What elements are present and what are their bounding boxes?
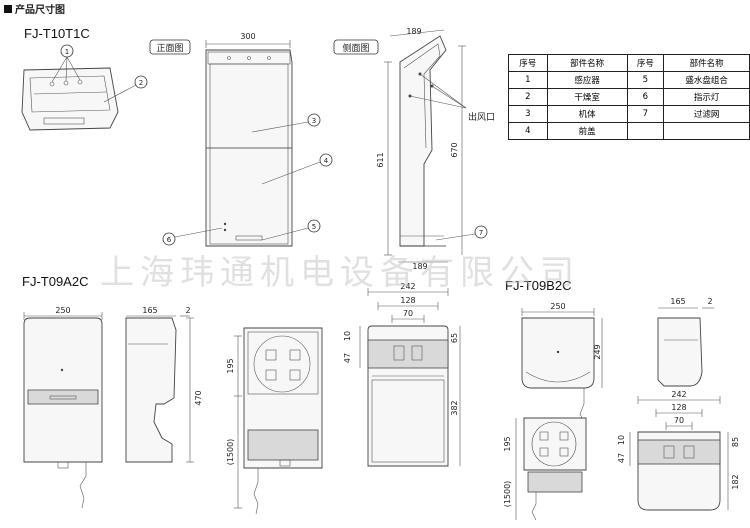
table-cell: 指示灯 [663,88,750,106]
table-cell: 感应器 [546,71,628,89]
header-cell: 部件名称 [663,54,750,72]
dim-t09b-cord: (1500) [503,481,512,508]
callout-6: 6 [167,236,172,244]
table-row: 3 机体 7 过滤网 [508,105,750,123]
table-cell [626,122,665,140]
dim-t10-bottom-depth: 189 [412,262,427,271]
dim-t09b-gap: 2 [707,297,712,306]
dim-t09b-70: 70 [674,416,684,425]
dim-t10-height-front: 611 [376,152,385,167]
front-view-label: 正面图 [156,43,183,54]
side-view-tag [333,39,379,55]
table-cell: 1 [508,71,548,89]
header-cell: 序号 [508,54,548,72]
callout-7: 7 [479,229,483,237]
t09b-side-view [657,307,714,387]
dim-t09b-249: 249 [593,344,602,359]
dim-t09a-gap: 2 [185,306,190,315]
table-row: 4 前盖 [508,122,750,140]
parts-table: 序号 部件名称 序号 部件名称 1 感应器 5 盛水盘组合 2 干燥室 6 指示… [508,54,750,140]
dim-t10-depth: 189 [406,27,421,36]
dim-t09a-195: 195 [226,358,235,373]
t09a-back-view [234,327,323,515]
callout-5: 5 [312,223,316,231]
dim-t09a-width: 250 [55,306,70,315]
dim-t09b-85: 85 [731,437,740,447]
table-cell: 4 [508,122,548,140]
table-cell: 过滤网 [663,105,750,123]
dim-t10-width: 300 [240,32,255,41]
model-label-t10: FJ-T10T1C [24,26,90,41]
callout-2: 2 [139,79,143,87]
dim-t09b-10: 10 [617,435,626,445]
title-bullet-icon [4,5,12,13]
dim-t09a-128: 128 [400,296,415,305]
parts-table-header: 序号 部件名称 序号 部件名称 [508,54,750,72]
callout-4: 4 [324,157,329,165]
model-label-t09b: FJ-T09B2C [505,278,571,293]
t10-front-view [162,40,333,247]
model-label-t09a: FJ-T09A2C [22,274,88,289]
table-cell: 7 [626,105,665,123]
dim-t09a-10: 10 [343,331,352,341]
dim-t09b-182: 182 [731,474,740,489]
callout-3: 3 [312,117,316,125]
t09b-back-body [629,396,729,511]
callout-1: 1 [65,48,69,56]
dim-t09a-70: 70 [403,309,413,318]
watermark-text: 上海玮通机电设备有限公司 [100,253,580,293]
dim-t10-height-side: 670 [450,142,459,157]
header-cell: 序号 [626,54,665,72]
table-cell: 前盖 [546,122,628,140]
dim-t09a-382: 382 [450,400,459,415]
dim-t09b-47: 47 [617,453,626,463]
t10-side-view [384,29,488,263]
table-row: 2 干燥室 6 指示灯 [508,88,750,106]
front-view-tag [149,39,191,55]
table-cell: 盛水盘组合 [663,71,750,89]
dim-t09b-128: 128 [671,403,686,412]
t09a-back-body [359,288,461,467]
t09b-back-view [515,417,587,521]
dim-t09a-47: 47 [343,353,352,363]
dim-t09a-cord: (1500) [226,439,235,466]
table-cell: 3 [508,105,548,123]
table-cell: 2 [508,88,548,106]
dim-t09b-back-width: 242 [671,390,686,399]
table-cell: 6 [626,88,665,106]
t09a-front-view [23,312,103,509]
outlet-label: 出风口 [468,111,495,123]
table-cell: 5 [626,71,665,89]
dim-t09a-65: 65 [450,333,459,343]
dim-t09b-width: 250 [550,302,565,311]
dim-t09b-depth: 165 [670,297,685,306]
dim-t09b-195: 195 [503,436,512,451]
dim-t09a-depth: 165 [142,306,157,315]
t10-top-detail [21,44,148,131]
t09b-front-view [521,308,603,423]
dim-t09a-height: 470 [194,390,203,405]
table-cell [663,122,750,140]
section-title: 产品尺寸图 [15,3,65,16]
header-cell: 部件名称 [546,54,628,72]
side-view-label: 侧面图 [342,42,369,54]
t09a-side-view [125,315,194,463]
dim-t09a-back-width: 242 [400,282,415,291]
table-row: 1 感应器 5 盛水盘组合 [508,71,750,89]
table-cell: 机体 [546,105,628,123]
table-cell: 干燥室 [546,88,628,106]
